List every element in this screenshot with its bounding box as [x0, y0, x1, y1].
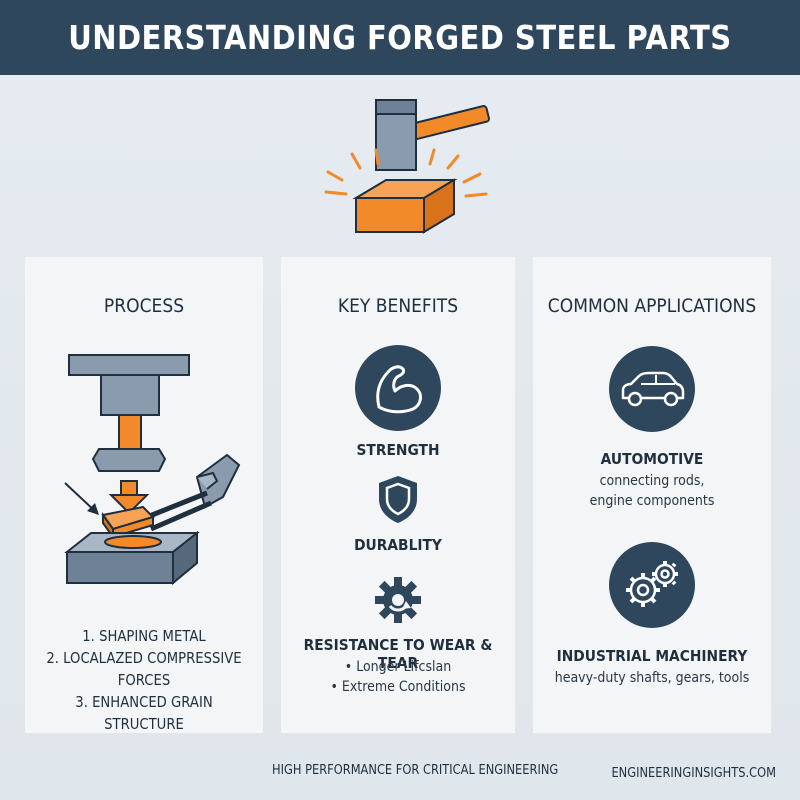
footer-site: ENGINEERINGINSIGHTS.COM: [611, 766, 776, 781]
down-arrow-icon: [108, 480, 150, 515]
footer-tagline: HIGH PERFORMANCE FOR CRITICAL ENGINEERIN…: [272, 763, 559, 778]
header-banner: UNDERSTANDING FORGED STEEL PARTS: [0, 0, 800, 75]
strength-badge: [355, 345, 441, 431]
process-step: 3. ENHANCED GRAIN STRUCTURE: [75, 693, 213, 733]
car-icon: [621, 371, 685, 407]
pointer-arrow-icon: [64, 482, 99, 515]
applications-title: COMMON APPLICATIONS: [547, 295, 757, 317]
process-step: 1. SHAPING METAL: [82, 627, 206, 645]
shield-icon: [379, 476, 417, 523]
hammer-icon: [375, 99, 490, 171]
process-panel: PROCESS: [25, 257, 263, 733]
process-steps: 1. SHAPING METAL 2. LOCALAZED COMPRESSIV…: [25, 625, 263, 735]
automotive-desc: connecting rods,: [599, 473, 705, 489]
impact-sparks-icon: [324, 148, 488, 198]
applications-panel: COMMON APPLICATIONS AUTOMOTIVE connectin…: [533, 257, 771, 733]
process-step: 2. LOCALAZED COMPRESSIVE FORCES: [46, 649, 242, 689]
benefits-panel: KEY BENEFITS STRENGTH DURABLITY RESISTAN…: [281, 257, 515, 733]
machinery-badge: [609, 542, 695, 628]
forging-press-icon: [64, 354, 241, 586]
machinery-label: INDUSTRIAL MACHINERY: [556, 647, 748, 665]
durability-label: DURABLITY: [354, 536, 442, 554]
forged-block-icon: [352, 178, 458, 234]
benefit-bullet: • Longer Lifcslan: [344, 659, 452, 675]
page-title: UNDERSTANDING FORGED STEEL PARTS: [68, 18, 732, 57]
flexed-arm-icon: [376, 365, 422, 414]
hammer-strike-icon: [324, 99, 490, 234]
automotive-desc: engine components: [589, 493, 715, 509]
tongs-hand-icon: [146, 453, 241, 532]
benefit-bullet: • Extreme Conditions: [330, 679, 466, 695]
automotive-badge: [609, 346, 695, 432]
process-title: PROCESS: [103, 295, 185, 317]
benefits-title: KEY BENEFITS: [337, 295, 459, 317]
anvil-die-icon: [64, 530, 200, 586]
resistance-label: RESISTANCE TO WEAR & TEAR: [303, 636, 493, 672]
press-ram-icon: [68, 354, 190, 472]
gears-icon: [626, 561, 678, 607]
automotive-label: AUTOMOTIVE: [600, 450, 704, 468]
strength-label: STRENGTH: [356, 441, 440, 459]
gear-arrow-icon: [375, 577, 421, 623]
machinery-desc: heavy-duty shafts, gears, tools: [554, 670, 750, 686]
